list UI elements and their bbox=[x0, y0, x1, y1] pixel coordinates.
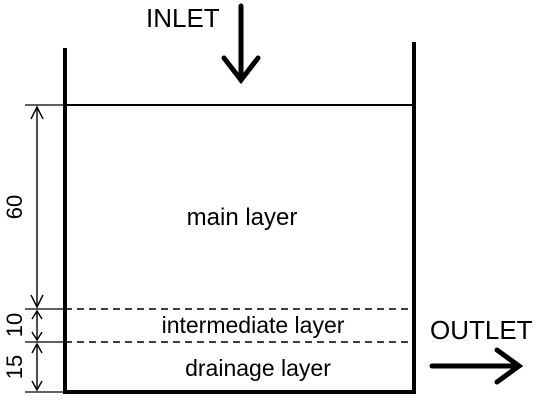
main-layer-label: main layer bbox=[187, 204, 298, 231]
intermediate-layer-label: intermediate layer bbox=[162, 312, 345, 338]
dimension-main-arrow-icon bbox=[30, 105, 44, 309]
outlet-arrow-icon bbox=[429, 347, 524, 385]
dimension-drainage-arrow-icon bbox=[31, 342, 43, 392]
dimension-main-value: 60 bbox=[2, 195, 27, 219]
inlet-label: INLET bbox=[146, 3, 220, 33]
drainage-layer-label: drainage layer bbox=[185, 355, 331, 381]
dimension-intermediate-value: 10 bbox=[2, 313, 27, 337]
dimension-extension-lines bbox=[25, 104, 64, 393]
inlet-arrow-icon bbox=[221, 3, 261, 85]
dimension-drainage-value: 15 bbox=[2, 355, 27, 379]
outlet-label: OUTLET bbox=[430, 315, 533, 345]
dimension-intermediate-arrow-icon bbox=[31, 309, 43, 342]
